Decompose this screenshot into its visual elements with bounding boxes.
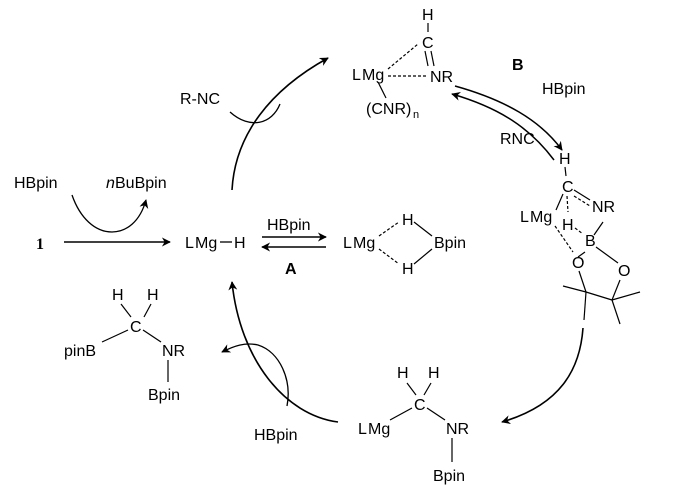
svg-text:L: L <box>352 67 361 84</box>
cycle-arrow-lower-left <box>228 281 339 423</box>
svg-text:Mg: Mg <box>353 235 375 252</box>
hbpin-nbubpin-arrow <box>71 194 149 233</box>
svg-text:C: C <box>414 397 426 414</box>
svg-text:Mg: Mg <box>195 235 217 252</box>
reagent-nbubpin-prefix: n <box>106 175 115 192</box>
cycle-arrow-upper-left <box>231 57 329 191</box>
svg-text:L: L <box>520 209 529 226</box>
svg-text:L: L <box>358 421 367 438</box>
svg-text:O: O <box>618 263 630 280</box>
svg-text:H: H <box>422 7 434 24</box>
svg-text:H: H <box>559 151 571 168</box>
svg-text:H: H <box>397 365 409 382</box>
svg-text:L: L <box>343 235 352 252</box>
reagent-hbpin-A: HBpin <box>267 217 311 234</box>
reagent-r-nc: R-NC <box>180 91 220 108</box>
cycle-arrow-lower-right <box>501 327 584 425</box>
svg-text:O: O <box>572 255 584 272</box>
svg-text:Mg: Mg <box>530 209 552 226</box>
mg-iminoformyl-complex: H C NR L Mg (CNR) n <box>352 7 453 121</box>
svg-text:pinB: pinB <box>64 343 96 360</box>
diboryl-methylamine-product: H H C pinB NR Bpin <box>64 287 185 404</box>
label-A: A <box>285 261 297 278</box>
reagent-hbpin-bottom: HBpin <box>254 427 298 444</box>
svg-text:Bpin: Bpin <box>433 468 465 485</box>
svg-text:(CNR): (CNR) <box>366 101 411 118</box>
svg-text:NR: NR <box>592 199 615 216</box>
svg-text:H: H <box>562 217 574 234</box>
svg-text:NR: NR <box>446 421 469 438</box>
svg-text:C: C <box>130 319 142 336</box>
product-release-arrow <box>221 343 289 407</box>
svg-text:H: H <box>234 235 246 252</box>
svg-text:B: B <box>585 233 596 250</box>
svg-text:NR: NR <box>162 343 185 360</box>
compound-1-label: 1 <box>36 236 44 253</box>
svg-text:H: H <box>147 287 159 304</box>
label-B: B <box>512 57 524 74</box>
reagent-hbpin-B: HBpin <box>542 81 586 98</box>
svg-text:NR: NR <box>430 69 453 86</box>
svg-text:L: L <box>185 235 194 252</box>
svg-text:Mg: Mg <box>368 421 390 438</box>
svg-text:H: H <box>402 261 414 278</box>
lmg-mu-hydride-bpin: L Mg H H Bpin <box>343 212 466 278</box>
svg-text:H: H <box>428 365 440 382</box>
lmg-hydride: L Mg H <box>185 235 246 252</box>
hydroboration-transition-state: H C NR L Mg H B O O <box>520 151 641 325</box>
svg-text:Bpin: Bpin <box>148 387 180 404</box>
rnc-incoming-arrow <box>229 103 281 124</box>
svg-text:Mg: Mg <box>362 67 384 84</box>
svg-text:Bpin: Bpin <box>434 235 466 252</box>
svg-text:C: C <box>562 179 574 196</box>
mg-aminomethyl-intermediate: H H C L Mg NR Bpin <box>358 365 469 485</box>
svg-text:H: H <box>402 212 414 229</box>
equilibrium-B-forward <box>454 85 563 151</box>
svg-text:n: n <box>413 109 419 121</box>
svg-text:H: H <box>112 287 124 304</box>
reagent-nbubpin: BuBpin <box>115 175 167 192</box>
equilibrium-B-reverse <box>451 91 555 161</box>
reagent-rnc-B: RNC <box>500 131 535 148</box>
svg-text:C: C <box>422 35 434 52</box>
reagent-hbpin-start: HBpin <box>14 175 58 192</box>
